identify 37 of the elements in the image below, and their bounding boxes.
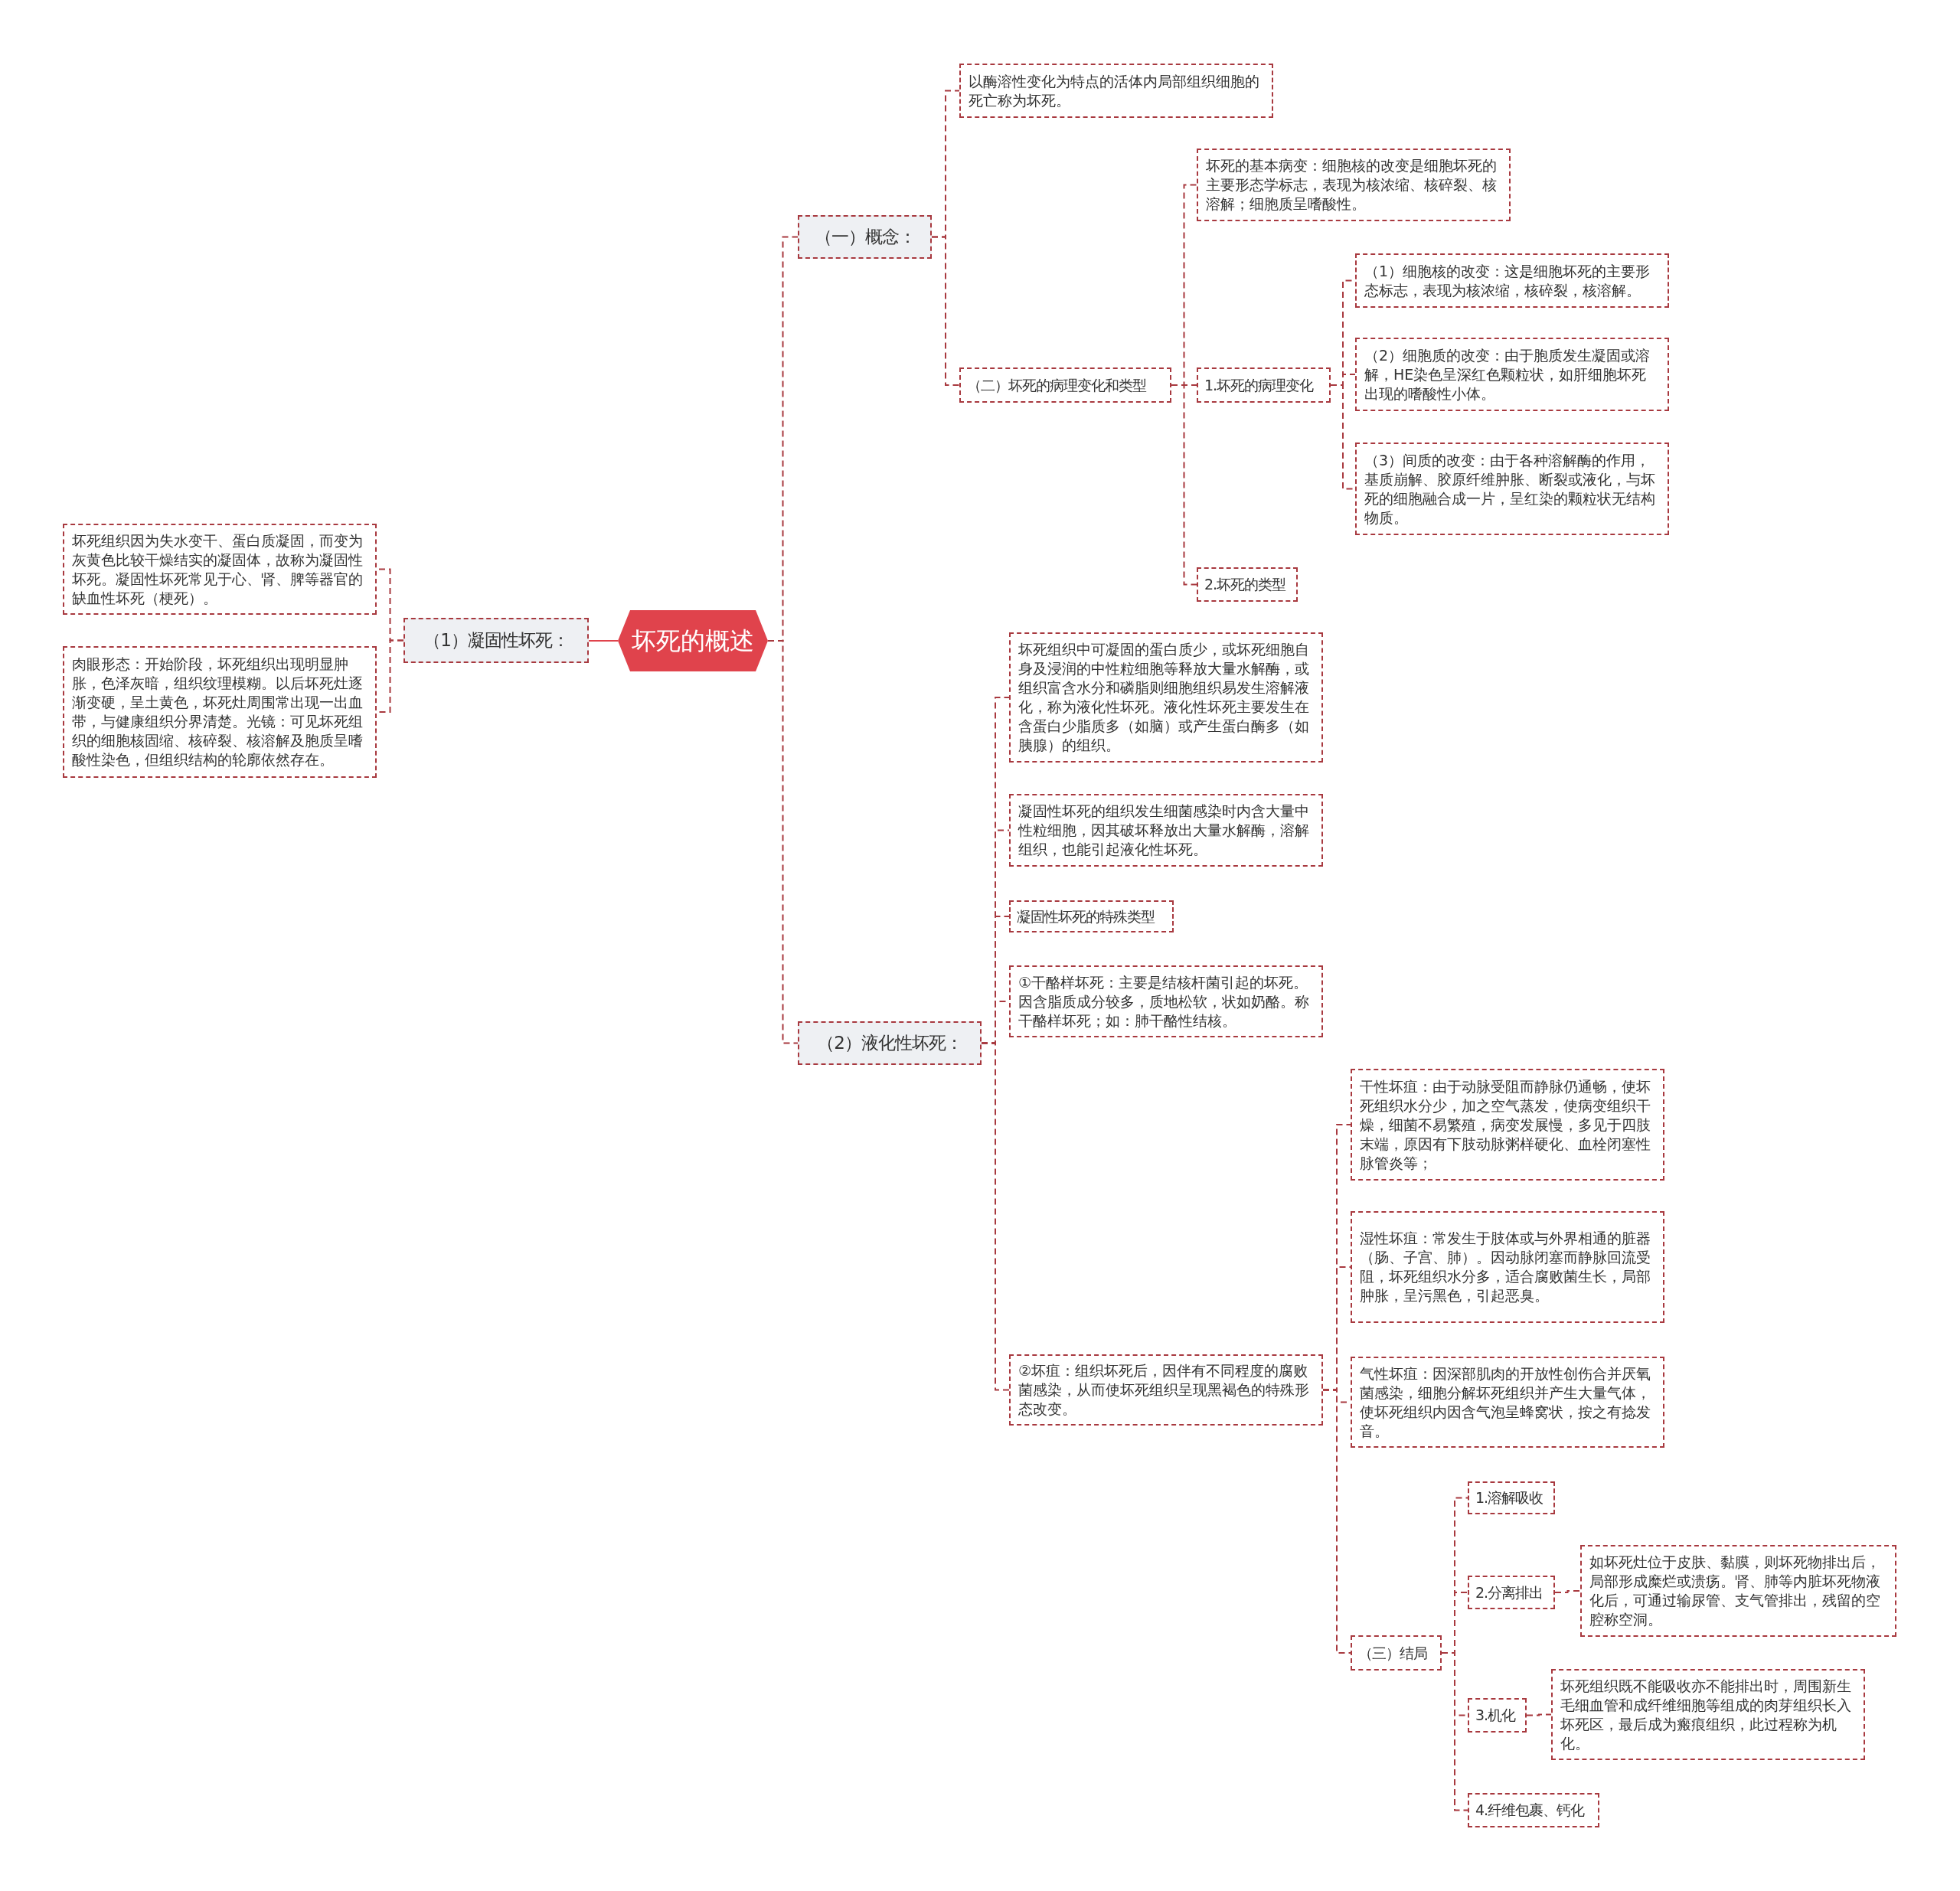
topic-box: 2.分离排出	[1468, 1576, 1555, 1609]
topic-box: 3.机化	[1468, 1698, 1527, 1733]
topic-box: （3）间质的改变：由于各种溶解酶的作用，基质崩解、胶原纤维肿胀、断裂或液化，与坏死的细胞融合成一片，呈红染的颗粒状无结构物质。	[1355, 443, 1669, 535]
connector-line	[588, 640, 619, 642]
topic-box: 如坏死灶位于皮肤、黏膜，则坏死物排出后，局部形成糜烂或溃疡。肾、肺等内脏坏死物液化后，可通过输尿管、支气管排出，残留的空腔称空洞。	[1580, 1545, 1896, 1637]
connector-line	[1171, 384, 1197, 586]
connector-line	[1554, 1590, 1581, 1593]
topic-box: 凝固性坏死的组织发生细菌感染时内含大量中性粒细胞，因其破坏释放出大量水解酶，溶解组织，也能引起液化性坏死。	[1009, 794, 1323, 867]
topic-box: 1.坏死的病理变化	[1197, 367, 1331, 403]
topic-box: 干性坏疽：由于动脉受阻而静脉仍通畅，使坏死组织水分少，加之空气蒸发，使病变组织干燥，细菌不易繁殖，病变发展慢，多见于四肢末端，原因有下肢动脉粥样硬化、血栓闭塞性脉管炎等；	[1351, 1069, 1664, 1181]
topic-box: ①干酪样坏死：主要是结核杆菌引起的坏死。因含脂质成分较多，质地松软，状如奶酪。称干酪样坏死；如：肺干酪性结核。	[1009, 965, 1323, 1037]
topic-box: 肉眼形态：开始阶段，坏死组织出现明显肿胀，色泽灰暗，组织纹理模糊。以后坏死灶逐渐变硬，呈土黄色，坏死灶周围常出现一出血带，与健康组织分界清楚。光镜：可见坏死组织的细胞核固缩、核碎裂、核溶解及胞质呈嗜酸性染色，但组织结构的轮廓依然存在。	[63, 646, 377, 778]
topic-box: 坏死组织既不能吸收亦不能排出时，周围新生毛细血管和成纤维细胞等组成的肉芽组织长入坏死区，最后成为瘢痕组织，此过程称为机化。	[1551, 1669, 1865, 1760]
topic-box: 坏死组织因为失水变干、蛋白质凝固，而变为灰黄色比较干燥结实的凝固体，故称为凝固性坏死。凝固性坏死常见于心、肾、脾等器官的缺血性坏死（梗死）。	[63, 524, 377, 615]
topic-box: （2）细胞质的改变：由于胞质发生凝固或溶解，HE染色呈深红色颗粒状，如肝细胞坏死出现的嗜酸性小体。	[1355, 338, 1669, 411]
topic-box: （二）坏死的病理变化和类型	[959, 367, 1171, 403]
branch-topic: （2）液化性坏死：	[798, 1021, 982, 1065]
branch-topic: （1）凝固性坏死：	[403, 618, 589, 663]
connector-line	[1322, 1389, 1351, 1654]
topic-box: 湿性坏疽：常发生于肢体或与外界相通的脏器（肠、子宫、肺）。因动脉闭塞而静脉回流受阻，坏死组织水分多，适合腐败菌生长，局部肿胀，呈污黑色，引起恶臭。	[1351, 1211, 1664, 1323]
topic-box: 凝固性坏死的特殊类型	[1009, 900, 1174, 932]
connector-line	[1526, 1713, 1552, 1716]
topic-box: 坏死组织中可凝固的蛋白质少，或坏死细胞自身及浸润的中性粒细胞等释放大量水解酶，或组织富含水分和磷脂则细胞组织易发生溶解液化，称为液化性坏死。液化性坏死主要发生在含蛋白少脂质多（如脑）或产生蛋白酶多（如胰腺）的组织。	[1009, 632, 1323, 763]
topic-box: 4.纤维包裹、钙化	[1468, 1793, 1599, 1827]
topic-box: 以酶溶性变化为特点的活体内局部组织细胞的死亡称为坏死。	[959, 64, 1273, 118]
topic-box: 2.坏死的类型	[1197, 567, 1298, 602]
connector-line	[981, 1042, 1010, 1391]
topic-box: 气性坏疽：因深部肌肉的开放性创伤合并厌氧菌感染，细胞分解坏死组织并产生大量气体，使坏死组织内因含气泡呈蜂窝状，按之有捻发音。	[1351, 1357, 1664, 1448]
connector-line	[1441, 1652, 1468, 1811]
topic-box: （1）细胞核的改变：这是细胞坏死的主要形态标志，表现为核浓缩，核碎裂，核溶解。	[1355, 253, 1669, 308]
topic-box: 1.溶解吸收	[1468, 1481, 1555, 1514]
topic-box: ②坏疽：组织坏死后，因伴有不同程度的腐败菌感染，从而使坏死组织呈现黑褐色的特殊形态改变。	[1009, 1354, 1323, 1426]
branch-topic: （一）概念：	[798, 215, 932, 259]
central-topic: 坏死的概述	[618, 610, 768, 671]
topic-box: 坏死的基本病变：细胞核的改变是细胞坏死的主要形态学标志，表现为核浓缩、核碎裂、核溶解；细胞质呈嗜酸性。	[1197, 149, 1511, 221]
topic-box: （三）结局	[1351, 1635, 1442, 1671]
connector-line	[931, 236, 960, 386]
